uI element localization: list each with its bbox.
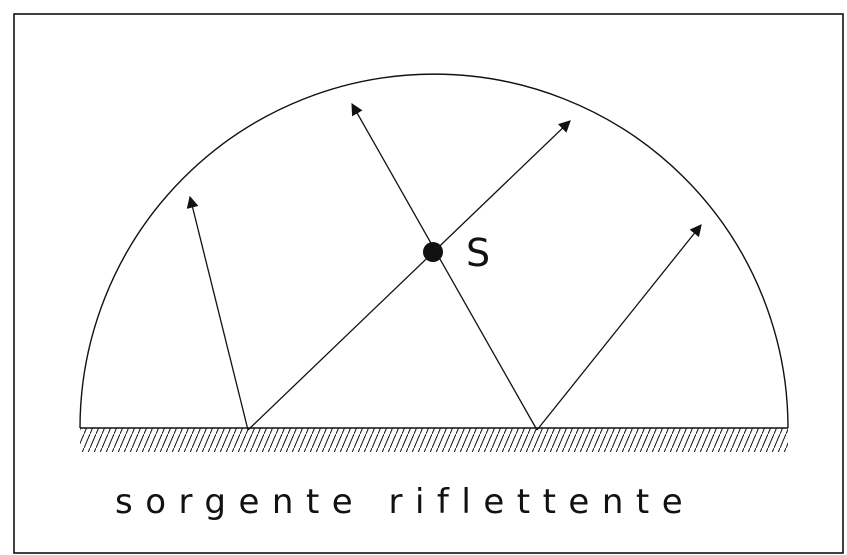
source-point bbox=[423, 242, 443, 262]
diagram-caption: sorgente riflettente bbox=[115, 482, 695, 522]
surface-hatching bbox=[80, 428, 788, 452]
ray-arrow-through-source bbox=[247, 120, 571, 431]
frame-border bbox=[13, 13, 844, 554]
ray-arrow-left bbox=[186, 195, 249, 431]
source-point-label: S bbox=[466, 231, 490, 275]
hemisphere-arc bbox=[79, 73, 789, 429]
ray-arrow-crossing bbox=[351, 102, 538, 431]
ray-arrow-right bbox=[536, 224, 702, 431]
